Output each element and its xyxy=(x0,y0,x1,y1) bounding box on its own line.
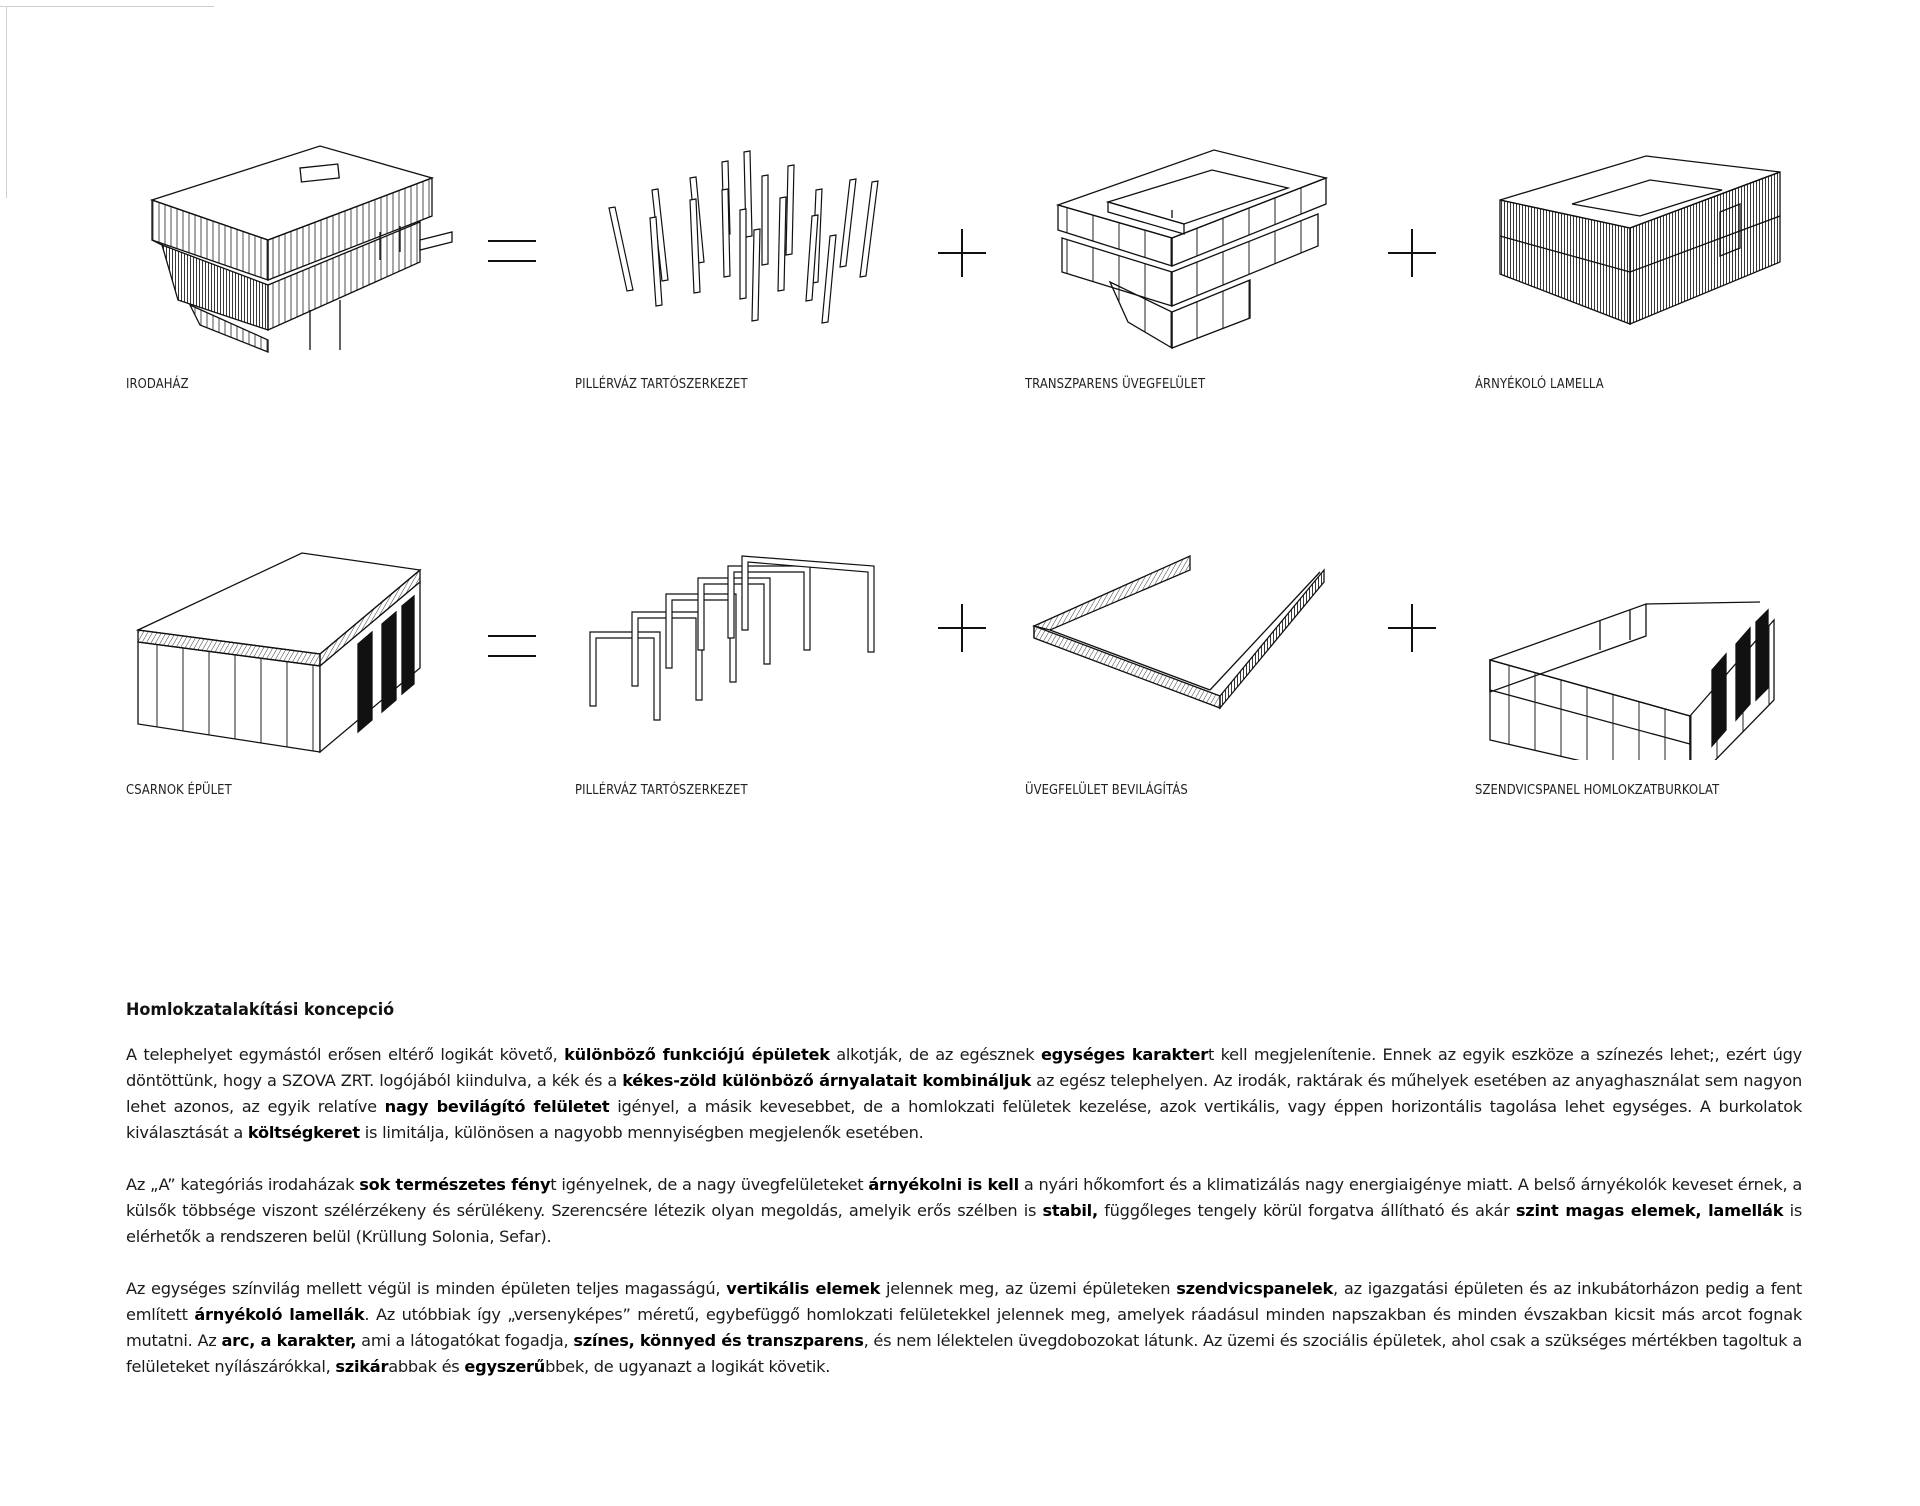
column-structure-drawing xyxy=(608,150,879,324)
bold-run: kékes-zöld különböző árnyalatait kombiná… xyxy=(622,1071,1031,1090)
bold-run: szikár xyxy=(335,1357,389,1376)
bold-run: nagy bevilágító felületet xyxy=(384,1097,610,1116)
text-run: . Az utóbbiak így „versenyképes” méretű,… xyxy=(126,1305,1803,1350)
glass-surface-drawing xyxy=(1055,149,1329,350)
glazed-lighting-drawing xyxy=(1032,554,1325,710)
plus-operator-4 xyxy=(1388,604,1436,652)
text-run: Az „A” kategóriás irodaházak xyxy=(126,1175,360,1194)
bold-run: szint magas elemek, lamellák xyxy=(1515,1201,1784,1220)
paragraph-2: Az „A” kategóriás irodaházak sok termész… xyxy=(126,1172,1802,1250)
bold-run: szendvicspanelek xyxy=(1176,1279,1334,1298)
bold-run: stabil, xyxy=(1042,1201,1099,1220)
text-run: alkotják, de az egésznek xyxy=(829,1045,1041,1064)
diagram-row-2 xyxy=(135,552,1775,760)
bold-run: színes, könnyed és transzparens xyxy=(573,1331,864,1350)
plus-operator-3 xyxy=(938,604,986,652)
label-column-structure-2: PILLÉRVÁZ TARTÓSZERKEZET xyxy=(575,782,748,798)
equals-operator-2 xyxy=(488,635,536,657)
label-glass-surface: TRANSZPARENS ÜVEGFELÜLET xyxy=(1025,376,1206,392)
plus-operator-1 xyxy=(938,229,986,277)
bold-run: vertikális elemek xyxy=(726,1279,881,1298)
concept-text-block: Homlokzatalakítási koncepció A telephely… xyxy=(126,1000,1802,1406)
bold-run: árnyékolni is kell xyxy=(868,1175,1019,1194)
equals-operator-1 xyxy=(488,240,536,262)
plus-operator-2 xyxy=(1388,229,1436,277)
label-hall-building: CSARNOK ÉPÜLET xyxy=(126,782,232,798)
hall-building-drawing xyxy=(135,552,422,754)
text-run: is limitálja, különösen a nagyobb mennyi… xyxy=(359,1123,924,1142)
text-run: Az egységes színvilág mellett végül is m… xyxy=(126,1279,727,1298)
text-run: abbak és xyxy=(388,1357,465,1376)
bold-run: költségkeret xyxy=(247,1123,360,1142)
text-run: t igényelnek, de a nagy üvegfelületeket xyxy=(550,1175,869,1194)
bold-run: sok természetes fény xyxy=(359,1175,551,1194)
text-run: is elérhetők a rendszeren belül (Krüllun… xyxy=(126,1201,1802,1246)
shading-louvre-drawing xyxy=(1499,155,1781,325)
bold-run: árnyékoló lamellák xyxy=(194,1305,365,1324)
paragraph-1: A telephelyet egymástól erősen eltérő lo… xyxy=(126,1042,1802,1146)
office-building-drawing xyxy=(149,145,453,353)
corner-line-left xyxy=(6,6,7,198)
diagram-row-1 xyxy=(149,145,1781,353)
frame-structure-drawing xyxy=(589,555,875,721)
bold-run: arc, a karakter, xyxy=(221,1331,357,1350)
label-shading-louvre: ÁRNYÉKOLÓ LAMELLA xyxy=(1475,376,1604,392)
label-office-building: IRODAHÁZ xyxy=(126,376,189,392)
text-run: függőleges tengely körül forgatva állíth… xyxy=(1097,1201,1516,1220)
text-run: , és nem lélektelen üvegdobozokat látunk… xyxy=(126,1331,1802,1376)
bold-run: különböző funkciójú épületek xyxy=(564,1045,830,1064)
text-run: bbek, de ugyanazt a logikát követik. xyxy=(545,1357,831,1376)
text-run: a nyári hőkomfort és a klimatizálás nagy… xyxy=(126,1175,1802,1220)
bold-run: egyszerű xyxy=(464,1357,546,1376)
bold-run: egységes karakter xyxy=(1040,1045,1208,1064)
text-run: jelennek meg, az üzemi épületeken xyxy=(880,1279,1177,1298)
text-run: igényel, a másik kevesebbet, de a homlok… xyxy=(126,1097,1802,1142)
text-run: az egész telephelyen. Az irodák, raktára… xyxy=(126,1071,1802,1116)
sandwich-panel-drawing xyxy=(1489,601,1775,760)
section-heading: Homlokzatalakítási koncepció xyxy=(126,1000,395,1020)
corner-line-top xyxy=(0,6,214,7)
text-run: t kell megjelenítenie. Ennek az egyik es… xyxy=(126,1045,1802,1090)
label-column-structure-1: PILLÉRVÁZ TARTÓSZERKEZET xyxy=(575,376,748,392)
text-run: A telephelyet egymástól erősen eltérő lo… xyxy=(126,1045,565,1064)
text-run: , az igazgatási épületen és az inkubátor… xyxy=(126,1279,1802,1324)
label-glazed-lighting: ÜVEGFELÜLET BEVILÁGÍTÁS xyxy=(1025,782,1188,798)
text-run: ami a látogatókat fogadja, xyxy=(356,1331,574,1350)
label-sandwich-panel: SZENDVICSPANEL HOMLOKZATBURKOLAT xyxy=(1475,782,1720,798)
paragraph-3: Az egységes színvilág mellett végül is m… xyxy=(126,1276,1802,1380)
